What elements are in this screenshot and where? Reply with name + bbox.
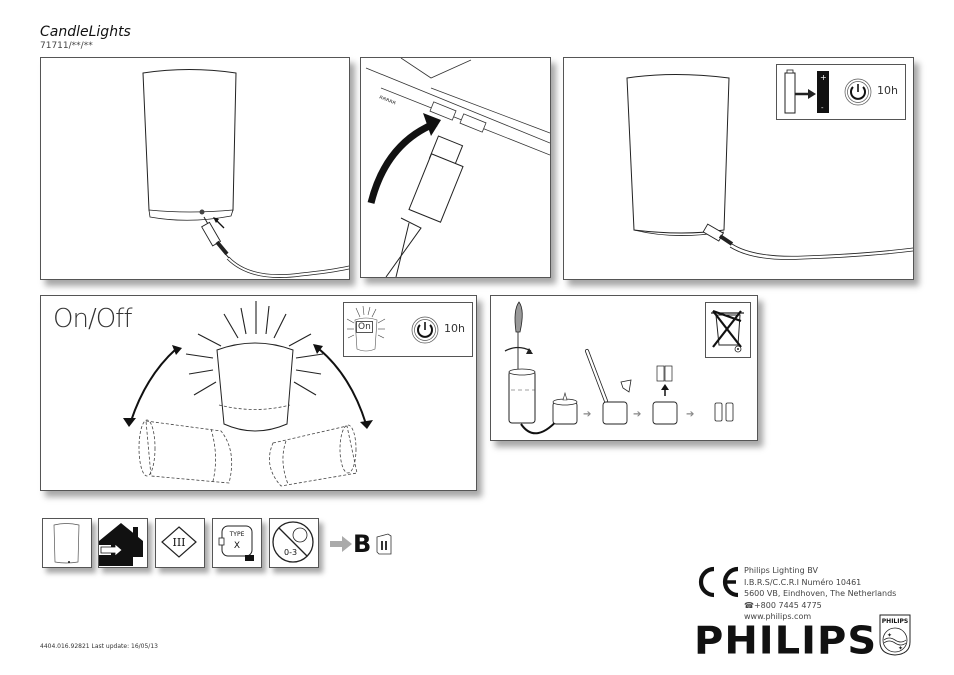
not-for-children-icon: 0-3 bbox=[272, 521, 314, 563]
philips-shield-icon: PHILIPS ✦ ✦ bbox=[879, 614, 911, 656]
svg-text:PHILIPS: PHILIPS bbox=[882, 618, 908, 625]
svg-text:III: III bbox=[172, 536, 185, 549]
charging-inset: + - 10h bbox=[776, 64, 906, 120]
philips-shield: PHILIPS ✦ ✦ bbox=[879, 614, 911, 656]
svg-text:TYPE: TYPE bbox=[229, 531, 245, 538]
tilt-candle-illustration bbox=[123, 301, 373, 487]
svg-text:-: - bbox=[821, 104, 824, 112]
charge-duration: 10h bbox=[877, 84, 898, 97]
disposal-inset bbox=[705, 302, 751, 358]
symbol-indoor-use bbox=[98, 518, 148, 568]
product-title: CandleLights bbox=[40, 24, 131, 40]
symbol-candle bbox=[42, 518, 92, 568]
symbol-not-for-children: 0-3 bbox=[269, 518, 319, 568]
panel-battery-removal: ➔ ➔ ➔ bbox=[490, 295, 758, 441]
power-timer-icon bbox=[844, 78, 872, 106]
candle-on-icon bbox=[346, 305, 386, 352]
panel-on-off: On/Off bbox=[40, 295, 477, 491]
on-label: On bbox=[356, 321, 373, 333]
company-name: Philips Lighting BV bbox=[744, 566, 818, 575]
phone-icon: ☎ bbox=[744, 600, 754, 610]
company-website[interactable]: www.philips.com bbox=[744, 612, 812, 621]
ce-mark bbox=[694, 566, 740, 598]
booklet-reference: B bbox=[330, 530, 392, 558]
svg-text:✦: ✦ bbox=[887, 632, 892, 639]
svg-text:➔: ➔ bbox=[583, 409, 591, 420]
company-registry: I.B.R.S/C.C.R.I Numéro 10461 bbox=[744, 577, 862, 587]
on-off-inset: On 10h bbox=[343, 302, 473, 357]
svg-text:0-3: 0-3 bbox=[284, 548, 297, 557]
company-info: Philips Lighting BV I.B.R.S/C.C.R.I Numé… bbox=[744, 565, 896, 623]
on-off-heading: On/Off bbox=[53, 304, 132, 334]
battery-charge-icon: + - bbox=[784, 69, 829, 114]
booklet-letter: B bbox=[353, 530, 372, 558]
svg-text:X: X bbox=[234, 541, 240, 551]
svg-text:+: + bbox=[820, 73, 827, 82]
svg-text:➔: ➔ bbox=[686, 409, 694, 420]
company-phone: ☎+800 7445 4775 bbox=[744, 600, 822, 610]
company-address: 5600 VB, Eindhoven, The Netherlands bbox=[744, 589, 897, 598]
svg-text:✦: ✦ bbox=[898, 645, 903, 652]
usb-plug-illustration: ጸጸጸጸጸ bbox=[365, 58, 550, 277]
panel-charging: + - 10h bbox=[563, 57, 914, 280]
svg-text:ጸጸጸጸጸ: ጸጸጸጸጸ bbox=[378, 93, 397, 106]
candle-plug-illustration bbox=[142, 69, 349, 278]
class-III-icon: III bbox=[161, 526, 197, 558]
arrow-right-icon bbox=[330, 536, 352, 552]
power-timer-icon bbox=[411, 316, 439, 344]
panel-usb-connect: ጸጸጸጸጸ bbox=[360, 57, 551, 278]
indoor-use-icon bbox=[99, 523, 143, 566]
document-code: 4404.016.92821 Last update: 16/05/13 bbox=[40, 643, 158, 650]
symbol-class-iii: III bbox=[155, 518, 205, 568]
candle-charging-illustration bbox=[626, 74, 913, 260]
model-number: 71711/**/** bbox=[40, 41, 93, 51]
philips-wordmark: PHILIPS bbox=[694, 619, 878, 663]
symbol-type-x: TYPE X bbox=[212, 518, 262, 568]
crossed-out-bin-icon bbox=[711, 309, 744, 353]
panel-charge-candle bbox=[40, 57, 350, 280]
type-x-cable-icon: TYPE X bbox=[218, 525, 254, 561]
on-duration: 10h bbox=[444, 322, 465, 335]
manual-book-icon bbox=[376, 533, 392, 555]
svg-text:➔: ➔ bbox=[633, 409, 641, 420]
candle-icon bbox=[53, 523, 80, 564]
battery-removal-illustration: ➔ ➔ ➔ bbox=[504, 301, 734, 435]
